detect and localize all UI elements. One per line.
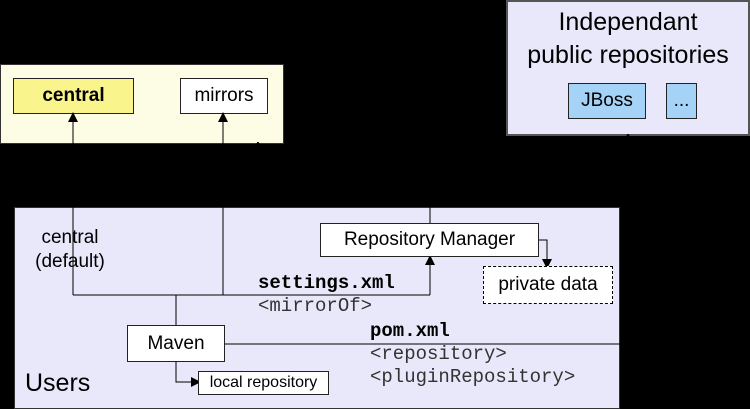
mirror-of-tag: <mirrorOf> (258, 295, 373, 317)
public-repositories-title-line2: public repositories (527, 41, 729, 69)
plugin-repository-tag: <pluginRepository> (370, 366, 576, 388)
central-default-label: central (default) (30, 226, 110, 274)
central-default-line2: (default) (35, 251, 105, 272)
private-data-box: private data (483, 266, 613, 304)
cache-label: cache (400, 184, 451, 205)
private-data-label: private data (498, 274, 598, 295)
pom-xml-label: pom.xml (370, 320, 450, 342)
central-repository-label: central (42, 85, 105, 106)
users-title: Users (25, 369, 91, 397)
public-repositories-title-line1: Independant (558, 8, 698, 36)
central-default-line1: central (41, 227, 99, 248)
local-repository-label: local repository (209, 374, 318, 391)
maven-label: Maven (147, 332, 205, 354)
other-repositories-label: ... (673, 90, 690, 111)
repository-manager-box: Repository Manager (320, 223, 539, 257)
jboss-repository-box: JBoss (568, 83, 646, 119)
jboss-label: JBoss (581, 90, 633, 111)
central-repository-box: central (13, 78, 134, 114)
maven-box: Maven (127, 325, 225, 362)
settings-xml-label: settings.xml (258, 272, 395, 294)
repository-tag: <repository> (370, 343, 507, 365)
mirrors-label: mirrors (194, 85, 254, 106)
local-repository-box: local repository (198, 371, 329, 395)
other-repositories-box: ... (666, 83, 697, 119)
private-data-connector (539, 239, 552, 269)
public-repositories-title: Independant public repositories (506, 6, 750, 72)
local-repository-connector (175, 362, 201, 387)
repository-manager-label: Repository Manager (343, 229, 516, 250)
